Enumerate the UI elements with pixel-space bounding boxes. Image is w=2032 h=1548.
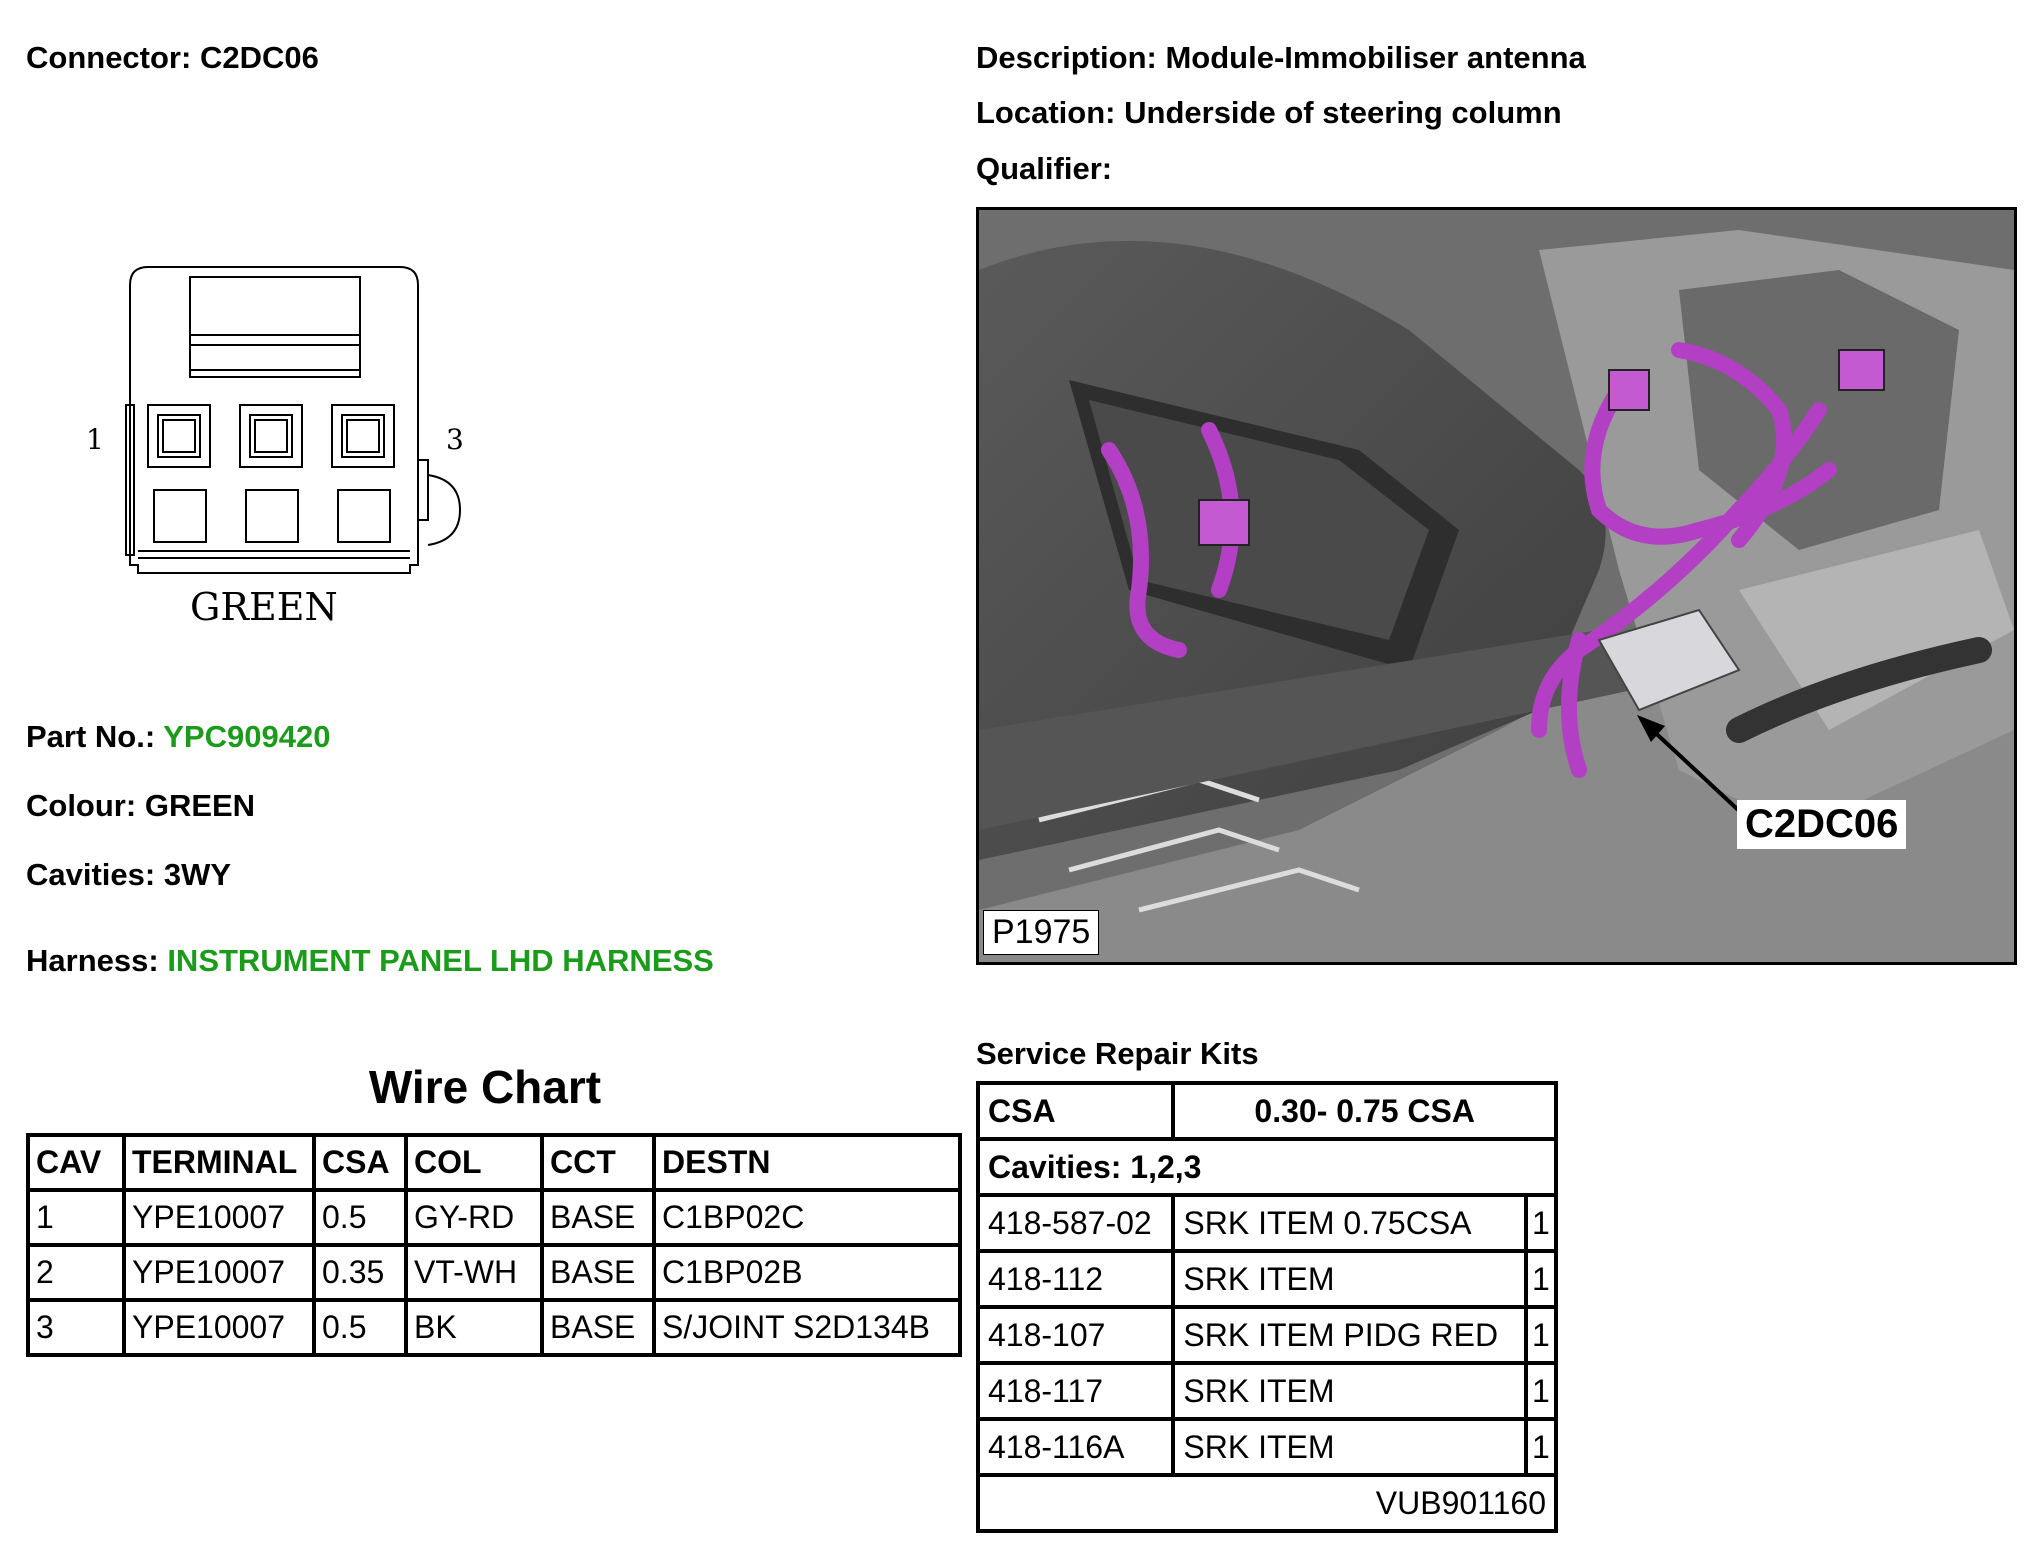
cell-cav: 3 [26,1298,126,1357]
cell-terminal: YPE10007 [122,1188,316,1247]
srk-part: 418-107 [975,1305,1176,1365]
col-header-col: COL [404,1133,544,1192]
colour-label: Colour: [26,788,137,823]
srk-footer-row: VUB901160 [976,1473,1558,1533]
description-value: Module-Immobiliser antenna [1165,40,1586,75]
table-row: 418-117 SRK ITEM 1 [975,1361,1559,1421]
srk-footer-code: VUB901160 [976,1473,1558,1533]
srk-qty: 1 [1523,1361,1559,1421]
connector-value: C2DC06 [199,40,319,75]
wire-chart-header-row: CAV TERMINAL CSA COL CCT DESTN [26,1133,962,1192]
srk-csa-label: CSA [975,1081,1176,1141]
cell-csa: 0.35 [312,1243,408,1302]
srk-qty: 1 [1523,1193,1559,1253]
srk-desc: SRK ITEM PIDG RED [1171,1305,1528,1365]
table-row: 418-107 SRK ITEM PIDG RED 1 [975,1305,1559,1365]
cavities-field: Cavities: 3WY [26,857,231,893]
cavities-label: Cavities: [26,857,156,892]
srk-desc: SRK ITEM [1171,1417,1528,1477]
cell-col: BK [404,1298,544,1357]
cell-cav: 1 [26,1188,126,1247]
location-value: Underside of steering column [1124,95,1562,130]
table-row: 418-116A SRK ITEM 1 [975,1417,1559,1477]
col-header-csa: CSA [312,1133,408,1192]
cell-terminal: YPE10007 [122,1298,316,1357]
connector-field: Connector: C2DC06 [26,40,319,76]
connector-label: Connector: [26,40,192,75]
connector-face-diagram: 1 3 GREEN [86,255,500,655]
colour-field: Colour: GREEN [26,788,255,824]
srk-desc: SRK ITEM [1171,1249,1528,1309]
col-header-cct: CCT [540,1133,656,1192]
srk-desc: SRK ITEM [1171,1361,1528,1421]
qualifier-field: Qualifier: [976,151,1112,187]
cavities-value: 3WY [163,857,232,892]
srk-part: 418-116A [975,1417,1176,1477]
cell-cct: BASE [540,1188,656,1247]
srk-title: Service Repair Kits [976,1036,1259,1071]
photo-code: P1975 [983,910,1100,955]
connector-color-text: GREEN [190,585,338,629]
col-header-terminal: TERMINAL [122,1133,316,1192]
col-header-destn: DESTN [652,1133,962,1192]
cell-csa: 0.5 [312,1298,408,1357]
wire-chart-table: CAV TERMINAL CSA COL CCT DESTN 1 YPE1000… [26,1133,962,1357]
table-row: 418-112 SRK ITEM 1 [975,1249,1559,1309]
srk-qty: 1 [1523,1249,1559,1309]
location-photo: C2DC06 P1975 [976,207,2017,965]
pin-3-label: 3 [446,423,464,456]
cell-col: GY-RD [404,1188,544,1247]
qualifier-label: Qualifier: [976,151,1113,186]
srk-cavities-row: Cavities: 1,2,3 [976,1137,1558,1197]
srk-qty: 1 [1523,1417,1559,1477]
description-field: Description: Module-Immobiliser antenna [976,40,1586,76]
cell-col: VT-WH [404,1243,544,1302]
harness-field: Harness: INSTRUMENT PANEL LHD HARNESS [26,943,714,979]
srk-table: CSA 0.30- 0.75 CSA Cavities: 1,2,3 418-5… [975,1081,1559,1533]
cell-cct: BASE [540,1243,656,1302]
part-no-value[interactable]: YPC909420 [163,719,331,754]
part-no-label: Part No.: [26,719,156,754]
srk-qty: 1 [1523,1305,1559,1365]
srk-csa-value: 0.30- 0.75 CSA [1171,1081,1558,1141]
colour-value: GREEN [144,788,256,823]
col-header-cav: CAV [26,1133,126,1192]
srk-desc: SRK ITEM 0.75CSA [1171,1193,1528,1253]
cell-cav: 2 [26,1243,126,1302]
table-row: 418-587-02 SRK ITEM 0.75CSA 1 [975,1193,1559,1253]
cell-destn: C1BP02B [652,1243,962,1302]
photo-illustration [979,210,2014,962]
cell-csa: 0.5 [312,1188,408,1247]
table-row: 2 YPE10007 0.35 VT-WH BASE C1BP02B [26,1243,962,1302]
cell-terminal: YPE10007 [122,1243,316,1302]
srk-part: 418-117 [975,1361,1176,1421]
srk-part: 418-112 [975,1249,1176,1309]
table-row: 1 YPE10007 0.5 GY-RD BASE C1BP02C [26,1188,962,1247]
cell-destn: S/JOINT S2D134B [652,1298,962,1357]
srk-part: 418-587-02 [975,1193,1176,1253]
harness-label: Harness: [26,943,159,978]
location-label: Location: [976,95,1116,130]
cell-destn: C1BP02C [652,1188,962,1247]
photo-callout-label: C2DC06 [1737,800,1907,849]
location-field: Location: Underside of steering column [976,95,1562,131]
harness-value[interactable]: INSTRUMENT PANEL LHD HARNESS [167,943,714,978]
srk-cavities: Cavities: 1,2,3 [976,1137,1558,1197]
srk-csa-row: CSA 0.30- 0.75 CSA [975,1081,1558,1141]
cell-cct: BASE [540,1298,656,1357]
pin-1-label: 1 [86,423,104,456]
wire-chart-title: Wire Chart [368,1061,602,1113]
connector-face-drawing [125,266,462,574]
part-no-field: Part No.: YPC909420 [26,719,330,755]
table-row: 3 YPE10007 0.5 BK BASE S/JOINT S2D134B [26,1298,962,1357]
description-label: Description: [976,40,1157,75]
